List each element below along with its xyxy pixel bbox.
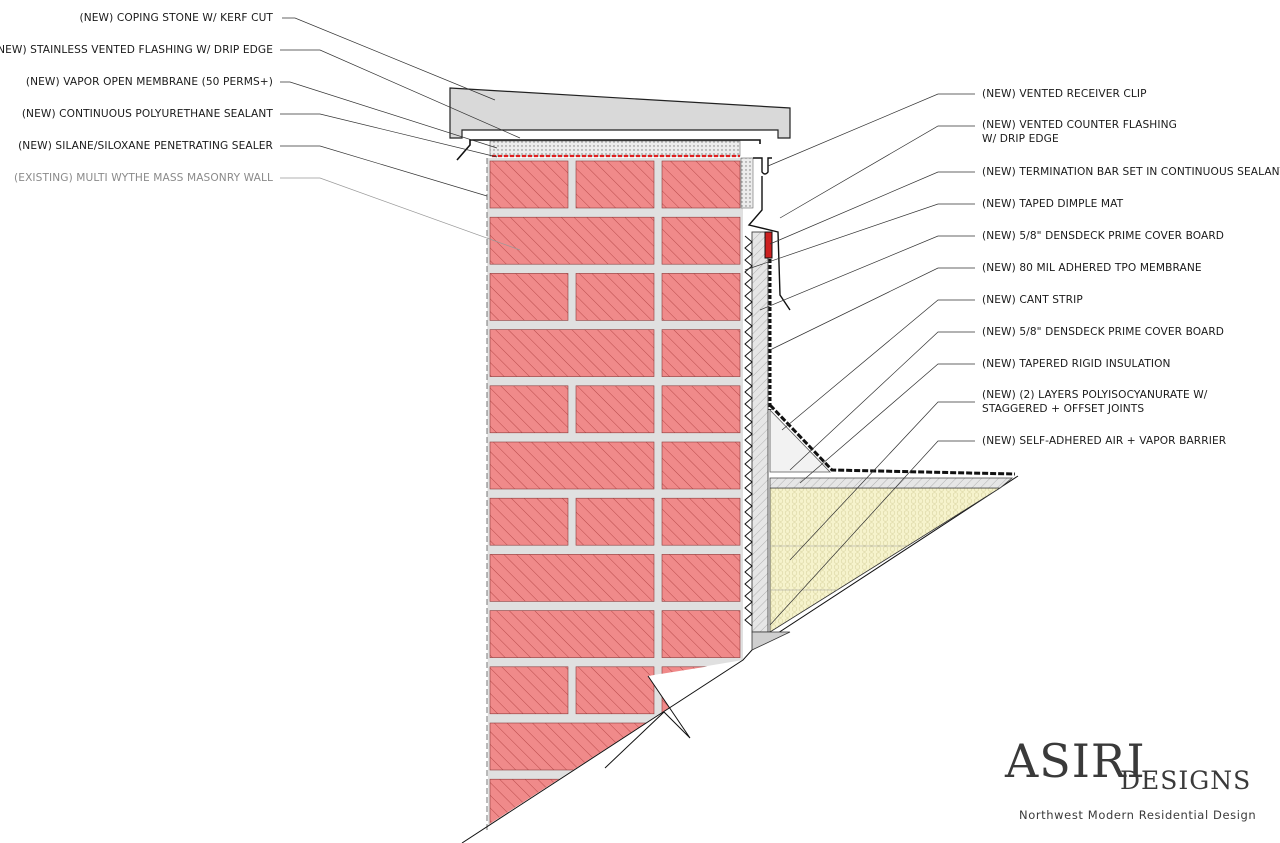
masonry-wall	[460, 158, 748, 843]
insulation-body	[769, 487, 1002, 633]
leader-coping	[282, 17, 496, 101]
label-termination-bar: (NEW) TERMINATION BAR SET IN CONTINUOUS …	[982, 166, 1280, 178]
brick	[661, 329, 741, 377]
leader-lines	[280, 17, 975, 626]
brick	[661, 610, 741, 658]
dimple-mat	[744, 235, 753, 627]
brick	[489, 497, 569, 546]
brick	[661, 160, 741, 209]
brick	[575, 160, 655, 209]
brick	[661, 497, 741, 546]
brick	[661, 385, 741, 434]
roof-assembly	[751, 403, 1016, 651]
wall-face-layers	[744, 231, 773, 633]
brand-name: ASIRI	[1005, 734, 1146, 788]
label-cant-strip: (NEW) CANT STRIP	[982, 294, 1083, 306]
break-line-notch	[604, 675, 691, 769]
termination-bar	[764, 231, 773, 259]
tapered-insulation	[769, 477, 1014, 489]
flashing-hem	[740, 157, 754, 209]
tpo-membrane-field	[768, 403, 1016, 476]
leader-tpo	[769, 267, 975, 351]
break-line-lower	[461, 649, 753, 843]
leader-tapered	[799, 363, 975, 484]
break-lines	[461, 475, 1019, 843]
brick	[489, 329, 655, 377]
brick	[489, 273, 569, 321]
deck-edge	[751, 631, 791, 651]
brick	[661, 554, 741, 602]
brick	[661, 273, 741, 321]
label-stainless-flashing: (NEW) STAINLESS VENTED FLASHING W/ DRIP …	[0, 44, 273, 56]
leader-termination-bar	[769, 171, 975, 245]
brick	[661, 441, 741, 490]
leader-membrane	[280, 81, 498, 149]
brick	[575, 666, 655, 715]
wall-mortar-field	[487, 158, 743, 830]
break-mask-notch	[605, 660, 748, 780]
label-tapered-insulation: (NEW) TAPERED RIGID INSULATION	[982, 358, 1171, 370]
brick	[489, 666, 569, 715]
brick	[661, 216, 741, 265]
stainless-flashing	[456, 139, 761, 161]
label-receiver-clip: (NEW) VENTED RECEIVER CLIP	[982, 88, 1147, 100]
brick-courses	[460, 160, 748, 843]
leader-sealant	[280, 113, 498, 158]
brick	[489, 160, 569, 209]
brand-suffix: DESIGNS	[1120, 766, 1252, 795]
brick	[489, 216, 655, 265]
counter-flashing	[747, 176, 791, 311]
brick	[575, 385, 655, 434]
leader-dimple-mat	[744, 203, 975, 271]
deck-break-line	[751, 475, 1019, 651]
brick	[575, 497, 655, 546]
leader-existing-wall	[280, 177, 521, 251]
label-densdeck-roof: (NEW) 5/8" DENSDECK PRIME COVER BOARD	[982, 326, 1225, 338]
brick	[489, 610, 655, 658]
leader-cant-strip	[781, 299, 975, 431]
leader-polyiso	[789, 401, 975, 561]
label-tpo-membrane: (NEW) 80 MIL ADHERED TPO MEMBRANE	[982, 262, 1202, 274]
leader-receiver-clip	[767, 93, 975, 167]
label-air-vapor-barrier: (NEW) SELF-ADHERED AIR + VAPOR BARRIER	[982, 435, 1227, 447]
label-penetrating-sealer: (NEW) SILANE/SILOXANE PENETRATING SEALER	[18, 140, 273, 152]
coping-stone	[449, 87, 791, 139]
label-existing-wall: (EXISTING) MULTI WYTHE MASS MASONRY WALL	[14, 172, 273, 184]
label-densdeck-wall: (NEW) 5/8" DENSDECK PRIME COVER BOARD	[982, 230, 1225, 242]
brick	[575, 273, 655, 321]
brick	[489, 385, 569, 434]
leader-densdeck-1	[759, 235, 975, 311]
vapor-open-membrane	[489, 140, 741, 157]
coping-assembly	[449, 87, 791, 311]
leader-air-barrier	[769, 440, 975, 626]
leader-flashing	[280, 49, 521, 139]
receiver-clip	[753, 157, 772, 175]
cant-strip	[769, 409, 831, 473]
label-counter-flashing-line2: W/ DRIP EDGE	[982, 133, 1059, 145]
leader-densdeck-2	[789, 331, 975, 471]
densdeck-vertical	[751, 231, 769, 633]
brick	[489, 554, 655, 602]
label-polyiso-line2: STAGGERED + OFFSET JOINTS	[982, 403, 1145, 415]
label-polyiso: (NEW) (2) LAYERS POLYISOCYANURATE W/	[982, 389, 1208, 401]
brick	[489, 441, 655, 490]
leader-counter-flashing	[779, 125, 975, 219]
label-coping-stone: (NEW) COPING STONE W/ KERF CUT	[79, 12, 273, 24]
label-dimple-mat: (NEW) TAPED DIMPLE MAT	[982, 198, 1124, 210]
leader-sealer	[280, 145, 488, 197]
label-counter-flashing: (NEW) VENTED COUNTER FLASHING	[982, 119, 1177, 131]
brand-tagline: Northwest Modern Residential Design	[1019, 808, 1257, 822]
label-vapor-membrane: (NEW) VAPOR OPEN MEMBRANE (50 PERMS+)	[25, 76, 273, 88]
label-polyurethane-sealant: (NEW) CONTINUOUS POLYURETHANE SEALANT	[21, 108, 273, 120]
